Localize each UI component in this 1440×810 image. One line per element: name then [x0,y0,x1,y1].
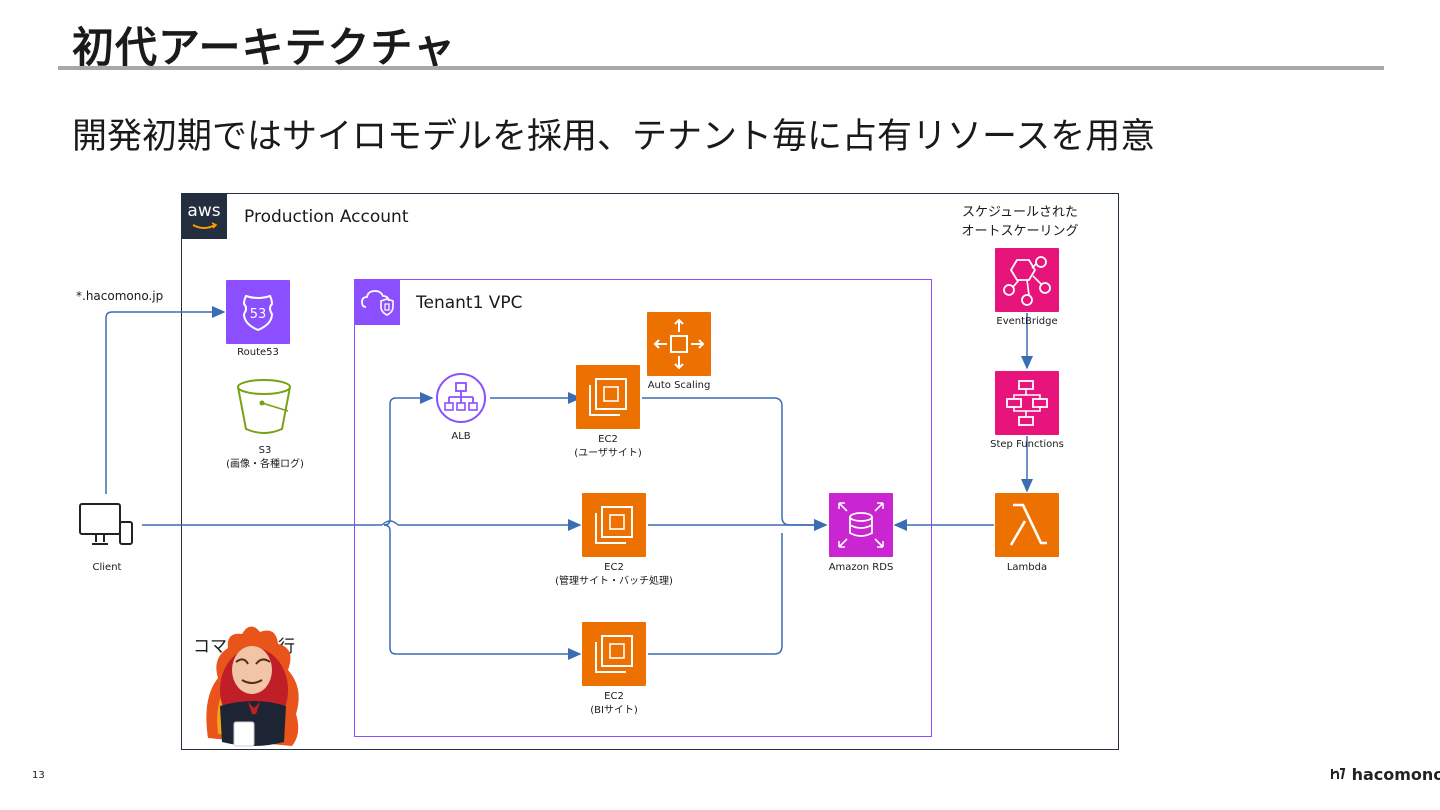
ec2-bi-sublabel: (BIサイト) [590,705,638,716]
title-underline [58,66,1384,70]
autoscaling-icon [647,312,711,376]
rds-label: Amazon RDS [828,562,894,573]
client-label: Client [92,562,122,573]
hacomono-logo: hacomono [1330,765,1440,784]
lambda-icon [995,493,1059,557]
scheduled-note-line-1: スケジュールされた [961,205,1079,220]
tenant1-vpc-label: Tenant1 VPC [416,293,523,313]
alb-label: ALB [451,431,471,442]
step-functions-label: Step Functions [990,439,1064,450]
vpc-cloud-icon [354,279,400,325]
route53-icon: 53 [226,280,290,344]
production-account-container [181,193,1119,750]
aws-logo-icon: aws [181,193,227,239]
s3-label: S3 [258,445,272,456]
ec2-admin-label: EC2 [604,562,624,573]
page-subtitle: 開発初期ではサイロモデルを採用、テナント毎に占有リソースを用意 [72,117,1156,157]
ec2-bi-label: EC2 [604,691,624,702]
brand-name: hacomono [1351,765,1440,784]
route53-label: Route53 [237,347,279,358]
page-number: 13 [32,770,45,781]
rds-database-icon [829,493,893,557]
domain-label: *.hacomono.jp [76,289,164,303]
ec2-admin-sublabel: (管理サイト・バッチ処理) [555,576,673,587]
s3-sublabel: (画像・各種ログ) [226,459,304,470]
alb-icon [434,371,488,425]
jenkins-mascot-icon [200,618,306,750]
page-title: 初代アーキテクチャ [72,23,457,72]
scheduled-note-line-2: オートスケーリング [961,224,1079,239]
ec2-admin-icon [582,493,646,557]
ec2-user-label: EC2 [598,434,618,445]
s3-bucket-icon [234,377,296,439]
ec2-user-sublabel: (ユーザサイト) [574,448,642,459]
route53-badge-text: 53 [250,307,267,322]
eventbridge-label: EventBridge [996,316,1058,327]
production-account-label: Production Account [244,207,409,227]
client-desktop-icon [78,500,136,550]
ec2-user-icon [576,365,640,429]
step-functions-icon [995,371,1059,435]
lambda-label: Lambda [1006,562,1048,573]
ec2-bi-icon [582,622,646,686]
hacomono-mark-icon [1331,768,1346,780]
scheduled-autoscaling-note: スケジュールされた オートスケーリング [955,203,1085,241]
eventbridge-icon [995,248,1059,312]
autoscaling-label: Auto Scaling [647,380,711,391]
tenant1-vpc-container [354,279,932,737]
